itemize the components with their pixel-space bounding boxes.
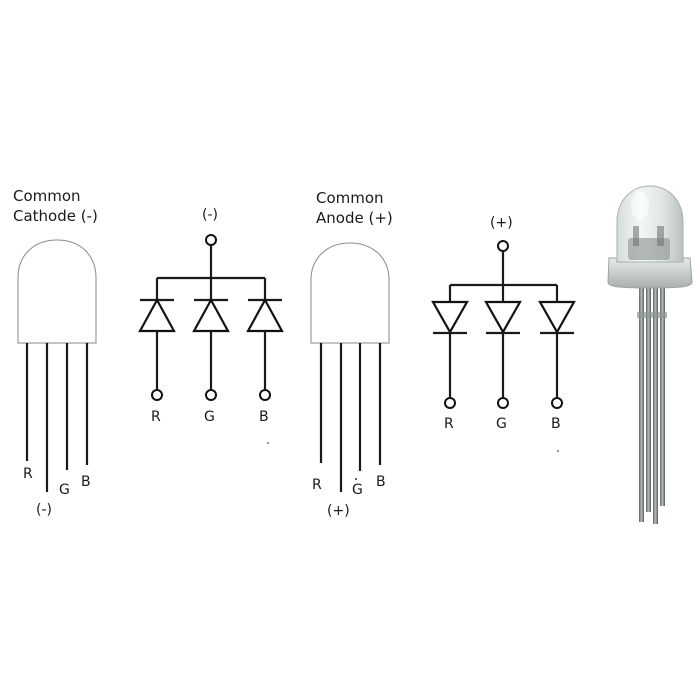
rgb-led-photo-icon <box>607 185 693 524</box>
cathode-schematic-pin-g: G <box>204 409 215 425</box>
photo-leg-2 <box>646 284 651 512</box>
cathode-pin-r-label: R <box>23 466 33 482</box>
photo-leg-1 <box>639 284 644 522</box>
cathode-schematic: (-) R G B <box>138 207 284 444</box>
anode-pin-b-label: B <box>376 474 386 490</box>
anode-diode-g <box>484 285 522 409</box>
cathode-schematic-pin-b: B <box>259 409 269 425</box>
anode-title-line1: Common <box>316 189 384 207</box>
anode-pin-r-label: R <box>312 477 322 493</box>
anode-pin-common-label: (+) <box>327 503 350 519</box>
anode-common-terminal <box>497 240 509 252</box>
cathode-diode-g <box>192 278 230 401</box>
anode-pin-g-label: G <box>352 482 363 498</box>
anode-schematic-pin-r: R <box>444 416 454 432</box>
anode-schematic: (+) R G B <box>431 215 576 452</box>
cathode-pin-b-label: B <box>81 474 91 490</box>
photo-leg-4 <box>660 284 665 506</box>
anode-title-line2: Anode (+) <box>316 209 393 227</box>
anode-schematic-pin-g: G <box>496 416 507 432</box>
anode-led-section: Common Anode (+) R (+) G B <box>310 189 393 519</box>
cathode-schematic-common-label: (-) <box>202 207 218 223</box>
cathode-title-line1: Common <box>13 187 81 205</box>
cathode-led-body <box>17 239 97 344</box>
anode-schematic-pin-b: B <box>551 416 561 432</box>
anode-diode-b <box>538 285 576 409</box>
cathode-title-line2: Cathode (-) <box>13 207 98 225</box>
cathode-pin-common-label: (-) <box>36 502 52 518</box>
cathode-common-terminal <box>205 234 217 246</box>
photo-leg-3 <box>653 284 658 524</box>
cathode-diode-r <box>138 278 176 401</box>
anode-led-body <box>310 242 390 344</box>
anode-diode-r <box>431 285 469 409</box>
cathode-diode-b <box>246 278 284 401</box>
anode-schematic-common-label: (+) <box>490 215 513 231</box>
cathode-pin-g-label: G <box>59 482 70 498</box>
cathode-led-section: Common Cathode (-) R (-) G B <box>13 187 98 518</box>
cathode-schematic-pin-r: R <box>151 409 161 425</box>
